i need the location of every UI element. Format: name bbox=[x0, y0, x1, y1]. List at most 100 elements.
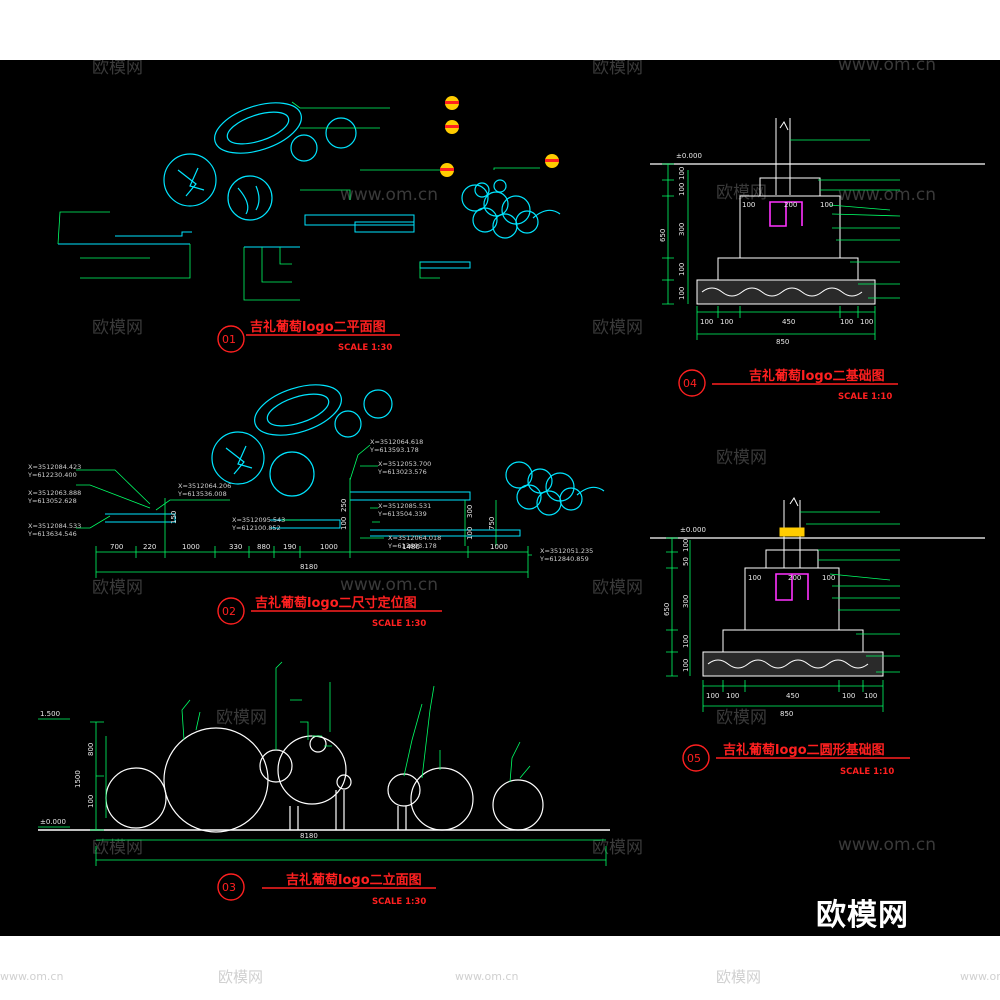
dim-value: 100 bbox=[864, 692, 877, 700]
drawing-03-number-circle bbox=[217, 873, 245, 901]
grape-circle bbox=[290, 134, 318, 162]
coord-label: X=3512063.888 bbox=[28, 489, 81, 497]
coord-label: Y=613023.576 bbox=[377, 468, 427, 476]
drawing-02-number-circle bbox=[217, 597, 245, 625]
dim-value: 190 bbox=[283, 543, 296, 551]
drawing-03-dimension-text: 1.500 ±0.000 800 1500 100 8180 bbox=[40, 710, 318, 840]
dim-value: 750 bbox=[488, 517, 496, 530]
drawing-04-scale: SCALE 1:10 bbox=[838, 392, 892, 402]
watermark-text: 欧模网 bbox=[592, 838, 643, 858]
watermark-text: 欧模网 bbox=[716, 708, 767, 728]
grape-cluster bbox=[461, 179, 561, 239]
coord-label: X=3512064.618 bbox=[370, 438, 423, 446]
dim-value: 50 bbox=[682, 557, 690, 566]
elev-circle bbox=[492, 779, 544, 831]
elev-circle bbox=[163, 727, 269, 833]
dim-value: 150 bbox=[170, 511, 178, 524]
dim-total: 8180 bbox=[300, 832, 318, 840]
base-slab bbox=[722, 629, 864, 653]
drawing-04-dimension-text: ±0.000 100 100 450 100 100 850 100 100 3… bbox=[659, 152, 873, 346]
drawing-04-number: 04 bbox=[683, 377, 697, 390]
drawing-03-leaders bbox=[38, 661, 607, 866]
level-label: 1.500 bbox=[40, 710, 60, 718]
coord-label: X=3512053.700 bbox=[378, 460, 431, 468]
coord-label: X=3512085.531 bbox=[378, 502, 431, 510]
grape-leaf-inner bbox=[226, 111, 290, 145]
drawing-02-title: 吉礼葡萄logo二尺寸定位图 bbox=[255, 595, 417, 611]
dim-value: 100 bbox=[678, 263, 686, 276]
grape-circle bbox=[363, 389, 393, 419]
elev-circle bbox=[309, 735, 327, 753]
drawing-04-foundation bbox=[650, 118, 985, 305]
gravel-layer bbox=[696, 279, 876, 305]
dim-value: 100 bbox=[742, 201, 755, 209]
dim-value: 700 bbox=[110, 543, 123, 551]
watermark-text: 欧模网 bbox=[92, 838, 143, 858]
coord-label: Y=613634.546 bbox=[27, 530, 77, 538]
drawing-01-leaders bbox=[57, 101, 540, 301]
dim-total: 8180 bbox=[300, 563, 318, 571]
post bbox=[775, 118, 791, 195]
grape-circle bbox=[163, 153, 217, 207]
coord-label: Y=612100.852 bbox=[231, 524, 281, 532]
grape-leaf-outline bbox=[254, 384, 342, 436]
watermark-text: 欧模网 bbox=[92, 578, 143, 598]
gravel-texture bbox=[701, 287, 863, 297]
watermark-text: 欧模网 bbox=[716, 968, 762, 986]
drawing-03-scale: SCALE 1:30 bbox=[372, 897, 426, 907]
dim-value: 100 bbox=[726, 692, 739, 700]
cad-drawing-svg: 欧模网 欧模网 欧模网 欧模网 欧模网 欧模网 欧模网 欧模网 欧模网 欧模网 … bbox=[27, 55, 985, 907]
dim-value: 800 bbox=[87, 743, 95, 756]
dim-value: 100 bbox=[860, 318, 873, 326]
dim-value: 100 bbox=[706, 692, 719, 700]
dim-value: 100 bbox=[840, 318, 853, 326]
watermark-text: 欧模网 bbox=[218, 968, 264, 986]
drawing-05-number-circle bbox=[682, 744, 710, 772]
level-label: ±0.000 bbox=[40, 818, 66, 826]
dim-value: 100 bbox=[340, 517, 348, 530]
drawing-05-dimension-text: ±0.000 100 100 450 100 100 850 100 50 30… bbox=[663, 526, 877, 718]
watermark-site: www.om.cn bbox=[838, 60, 936, 75]
dim-value: 250 bbox=[340, 499, 348, 512]
dim-value: 100 bbox=[682, 659, 690, 672]
coord-label: Y=613536.008 bbox=[177, 490, 227, 498]
dim-total: 650 bbox=[659, 229, 667, 242]
watermark-site: www.om.cn bbox=[838, 185, 936, 205]
coord-label: Y=613052.628 bbox=[27, 497, 77, 505]
dim-value: 100 bbox=[748, 574, 761, 582]
watermark-site: www.om.cn bbox=[960, 970, 1000, 983]
grape-leaf-inner bbox=[266, 393, 330, 427]
watermark-text: 欧模网 bbox=[92, 318, 143, 338]
watermark-text: 欧模网 bbox=[592, 60, 643, 78]
anchor-bolt bbox=[769, 201, 803, 227]
coord-label: X=3512064.018 bbox=[388, 534, 441, 542]
watermark-site: www.om.cn bbox=[0, 970, 64, 983]
watermark-text: 欧模网 bbox=[92, 60, 143, 78]
drawing-04-leaders bbox=[662, 139, 901, 340]
dim-value: 100 bbox=[466, 527, 474, 540]
grape-pattern bbox=[177, 167, 205, 197]
grape-circle bbox=[325, 117, 357, 149]
coord-label: X=3512084.533 bbox=[28, 522, 81, 530]
watermark-layer: 欧模网 欧模网 欧模网 欧模网 欧模网 欧模网 欧模网 欧模网 欧模网 欧模网 … bbox=[92, 55, 936, 858]
plan-slab-outlines bbox=[58, 214, 471, 269]
dim-total: 650 bbox=[663, 603, 671, 616]
dim-value: 100 bbox=[678, 287, 686, 300]
drawing-02-number: 02 bbox=[222, 605, 236, 618]
drawing-01-plan bbox=[58, 102, 561, 269]
watermark-text: 欧模网 bbox=[592, 578, 643, 598]
plan-slab-outlines bbox=[105, 491, 521, 537]
dim-value: 100 bbox=[678, 167, 686, 180]
dim-value: 450 bbox=[782, 318, 795, 326]
watermark-site: www.om.cn bbox=[340, 575, 438, 595]
coord-label: Y=612840.859 bbox=[539, 555, 589, 563]
dim-value: 1480 bbox=[402, 543, 420, 551]
dim-value: 1000 bbox=[320, 543, 338, 551]
grape-circle bbox=[227, 175, 273, 221]
drawing-02-leaders bbox=[76, 444, 532, 556]
gravel-layer bbox=[702, 651, 884, 677]
dim-value: 100 bbox=[822, 574, 835, 582]
drawing-01-title: 吉礼葡萄logo二平面图 bbox=[250, 319, 386, 335]
coord-label: Y=613504.339 bbox=[377, 510, 427, 518]
coord-label: X=3512084.423 bbox=[28, 463, 81, 471]
